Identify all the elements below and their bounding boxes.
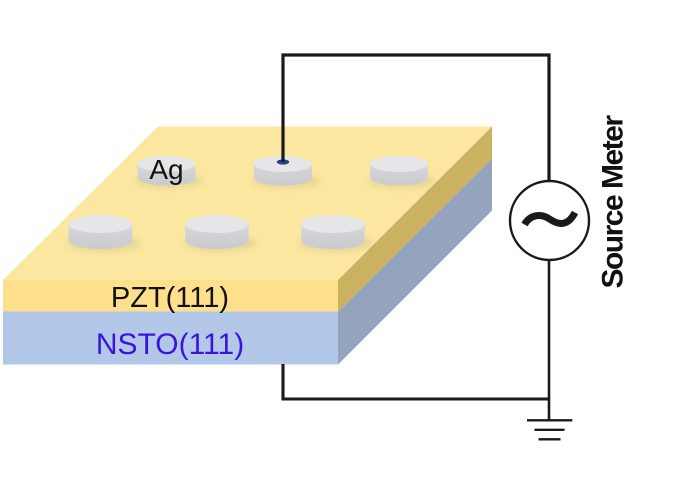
svg-text:PZT(111): PZT(111) [111, 282, 229, 314]
svg-text:Source Meter: Source Meter [597, 115, 630, 289]
svg-text:Ag: Ag [149, 154, 183, 185]
svg-text:NSTO(111): NSTO(111) [96, 328, 244, 361]
